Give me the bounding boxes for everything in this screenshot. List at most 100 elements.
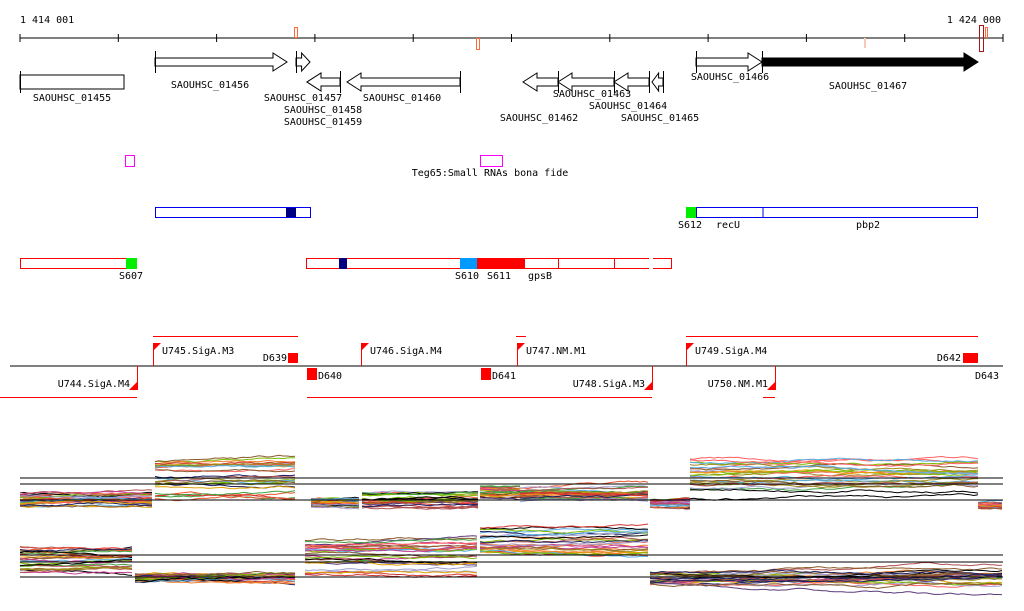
blue-track-segment[interactable] bbox=[696, 207, 978, 218]
gene-SAOUHSC_01464[interactable] bbox=[613, 72, 650, 92]
gene-SAOUHSC_01462[interactable] bbox=[522, 72, 559, 92]
expression-line bbox=[689, 475, 979, 481]
feature-mark[interactable] bbox=[985, 27, 988, 38]
terminator-d639[interactable] bbox=[288, 353, 298, 363]
expression-line bbox=[19, 550, 133, 555]
red-track-s607[interactable] bbox=[126, 258, 137, 269]
expression-line bbox=[154, 459, 296, 465]
expression-line bbox=[689, 455, 979, 463]
gene-SAOUHSC_01455[interactable] bbox=[19, 74, 125, 90]
expression-line bbox=[361, 503, 479, 508]
expression-line bbox=[689, 463, 979, 472]
expression-line bbox=[311, 500, 360, 504]
expression-line bbox=[310, 497, 360, 500]
gene-label: SAOUHSC_01465 bbox=[621, 113, 699, 124]
expression-line bbox=[19, 490, 153, 496]
expression-line bbox=[479, 534, 649, 540]
expression-line bbox=[19, 494, 153, 499]
expression-line bbox=[19, 559, 133, 567]
expression-line bbox=[20, 499, 153, 505]
blue-track-segment[interactable] bbox=[155, 207, 311, 218]
promoter-label: U747.NM.M1 bbox=[526, 346, 586, 357]
promoter-flag-icon[interactable] bbox=[153, 343, 161, 351]
expression-line bbox=[361, 495, 479, 501]
expression-line bbox=[480, 530, 648, 539]
feature-mark[interactable] bbox=[476, 38, 480, 50]
terminator-label: D641 bbox=[492, 371, 516, 382]
gene-SAOUHSC_01463[interactable] bbox=[557, 72, 615, 92]
terminator-label: D642 bbox=[937, 353, 961, 364]
expression-line bbox=[479, 492, 521, 495]
gene-SAOUHSC_01460[interactable] bbox=[346, 72, 461, 92]
expression-line bbox=[689, 458, 979, 470]
expression-line bbox=[689, 493, 979, 501]
terminator-label: D639 bbox=[263, 353, 287, 364]
gene-SAOUHSC_01465[interactable] bbox=[651, 71, 664, 93]
expression-line bbox=[310, 506, 360, 510]
promoter-flag-icon[interactable] bbox=[361, 343, 369, 351]
expression-line bbox=[977, 501, 1003, 504]
gene-SAOUHSC_01456[interactable] bbox=[154, 52, 288, 72]
promoter-flag-icon[interactable] bbox=[517, 343, 525, 351]
expression-line bbox=[479, 546, 649, 551]
s611-label: S611 bbox=[487, 271, 511, 282]
gene-label: SAOUHSC_01463 bbox=[553, 89, 631, 100]
gene-SAOUHSC_01467[interactable] bbox=[761, 52, 979, 72]
gene-label: SAOUHSC_01462 bbox=[500, 113, 578, 124]
expression-line bbox=[154, 495, 296, 502]
promoter-flag-icon[interactable] bbox=[686, 343, 694, 351]
expression-line bbox=[154, 461, 296, 466]
terminator-d642[interactable] bbox=[963, 353, 978, 363]
red-track-s610[interactable] bbox=[460, 258, 477, 269]
gene-SAOUHSC_01457[interactable] bbox=[295, 51, 311, 73]
expression-line bbox=[304, 561, 478, 566]
promoter-label: U744.SigA.M4 bbox=[58, 379, 130, 390]
expression-line bbox=[689, 459, 979, 467]
gene-label: SAOUHSC_01455 bbox=[33, 93, 111, 104]
expression-line bbox=[19, 490, 153, 496]
promoter-flag-icon[interactable] bbox=[644, 382, 652, 390]
expression-line bbox=[519, 496, 649, 501]
feature-mark[interactable] bbox=[979, 25, 984, 52]
promoter-flag-icon[interactable] bbox=[767, 382, 775, 390]
ruler-end-label: 1 424 000 bbox=[947, 15, 1001, 26]
gpsb-label: gpsB bbox=[528, 271, 552, 282]
expression-line bbox=[479, 547, 649, 552]
promoter-flag-icon[interactable] bbox=[129, 382, 137, 390]
gene-label: SAOUHSC_01460 bbox=[363, 93, 441, 104]
expression-line bbox=[479, 497, 521, 501]
srna-label: Teg65:Small RNAs bona fide bbox=[412, 168, 569, 179]
expression-line bbox=[361, 505, 479, 510]
expression-line bbox=[19, 571, 133, 575]
expression-line bbox=[19, 557, 133, 563]
promoter-label: U745.SigA.M3 bbox=[162, 346, 234, 357]
expression-line bbox=[649, 569, 1003, 575]
terminator-d640[interactable] bbox=[307, 368, 317, 380]
expression-line bbox=[304, 565, 478, 572]
expression-line bbox=[479, 491, 521, 494]
blue-track-s612[interactable] bbox=[686, 207, 696, 218]
srna-feature-teg65[interactable] bbox=[480, 155, 503, 167]
gene-label: SAOUHSC_01466 bbox=[691, 72, 769, 83]
expression-line bbox=[479, 539, 649, 544]
red-track-segment[interactable] bbox=[20, 258, 137, 269]
expression-line bbox=[304, 546, 478, 551]
expression-line bbox=[649, 501, 691, 506]
expression-line bbox=[479, 523, 649, 529]
terminator-d641[interactable] bbox=[481, 368, 491, 380]
srna-feature[interactable] bbox=[125, 155, 135, 167]
expression-line bbox=[480, 493, 521, 498]
feature-mark[interactable] bbox=[294, 27, 298, 38]
expression-line bbox=[304, 537, 478, 542]
gene-SAOUHSC_01466[interactable] bbox=[695, 52, 763, 72]
expression-line bbox=[19, 498, 153, 503]
expression-line bbox=[479, 528, 648, 534]
expression-line bbox=[480, 543, 649, 548]
expression-line bbox=[304, 541, 478, 547]
gene-SAOUHSC_01459[interactable] bbox=[306, 72, 341, 92]
red-track-s611[interactable] bbox=[477, 258, 524, 269]
expression-line bbox=[977, 503, 1003, 506]
feature-mark[interactable] bbox=[864, 38, 866, 48]
expression-line bbox=[154, 479, 296, 485]
